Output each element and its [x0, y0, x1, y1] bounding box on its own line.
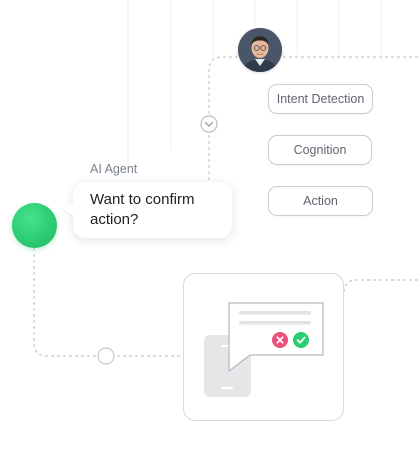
step-label: Action [303, 194, 338, 208]
chevron-down-icon [200, 115, 218, 133]
step-intent-detection[interactable]: Intent Detection [268, 84, 373, 114]
reject-button[interactable] [272, 332, 288, 348]
agent-label: AI Agent [90, 162, 138, 176]
user-avatar[interactable] [238, 28, 282, 72]
connector-top [208, 56, 418, 182]
person-icon [238, 28, 282, 72]
step-cognition[interactable]: Cognition [268, 135, 372, 165]
phone-home-bar [221, 387, 233, 389]
connector-right [343, 279, 418, 294]
step-label: Cognition [293, 143, 347, 157]
connector-node [97, 347, 115, 365]
close-icon [276, 336, 284, 344]
agent-message-bubble [73, 182, 232, 238]
check-icon [296, 336, 306, 344]
step-action[interactable]: Action [268, 186, 373, 216]
card-text-line [239, 311, 311, 315]
agent-message-text: Want to confirm action? [90, 191, 195, 228]
step-label: Intent Detection [276, 92, 365, 106]
agent-status-dot [12, 203, 57, 248]
phone-speaker [221, 345, 233, 347]
accept-button[interactable] [293, 332, 309, 348]
connector-left [33, 248, 183, 357]
card-text-line [239, 321, 311, 325]
bubble-tail [63, 202, 74, 216]
